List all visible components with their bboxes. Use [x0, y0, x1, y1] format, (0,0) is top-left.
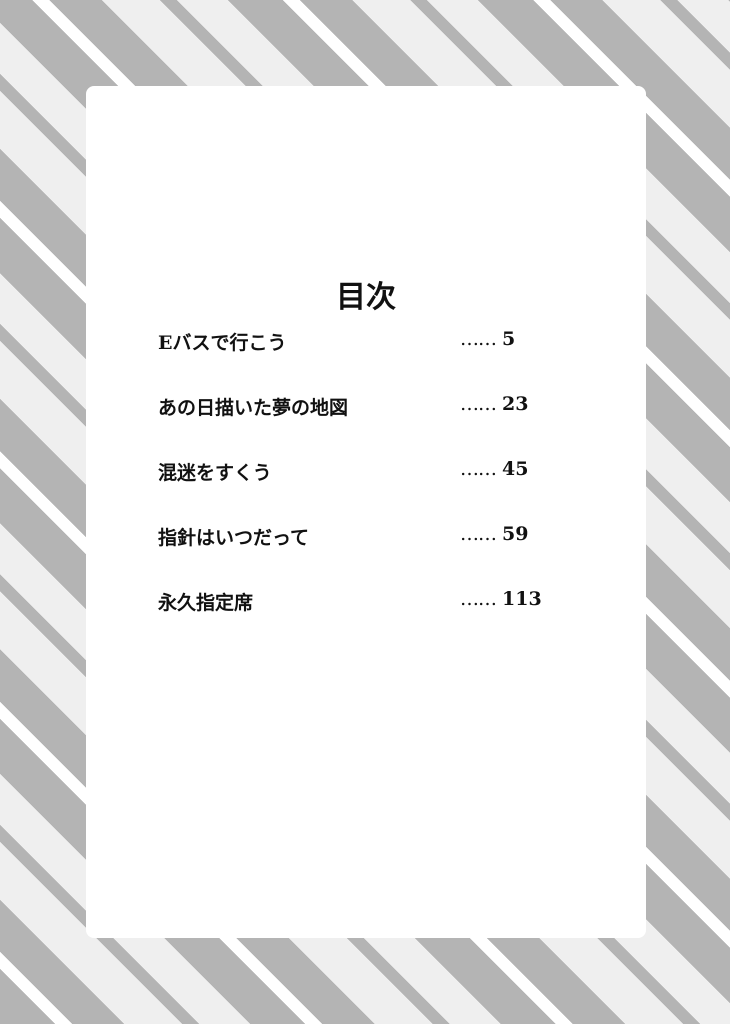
toc-entry-page: ……45: [460, 458, 528, 480]
toc-entry-title: 指針はいつだって: [158, 527, 310, 549]
leader-dots: ……: [460, 328, 497, 350]
toc-entry-title: 永久指定席: [158, 592, 254, 614]
toc-entry: 指針はいつだって ……59: [158, 523, 578, 549]
page-number: 59: [502, 523, 529, 545]
page-number: 5: [502, 328, 516, 350]
toc-entry-title: Eバスで行こう: [158, 332, 287, 354]
toc-entry: あの日描いた夢の地図 ……23: [158, 393, 578, 419]
toc-entry-title: あの日描いた夢の地図: [158, 397, 349, 419]
toc-entry: 混迷をすくう ……45: [158, 458, 578, 484]
toc-entry-title: 混迷をすくう: [158, 462, 272, 484]
leader-dots: ……: [460, 393, 497, 415]
toc-card: 目次 Eバスで行こう ……5 あの日描いた夢の地図 ……23 混迷をすくう ………: [86, 86, 646, 938]
toc-entry-page: ……59: [460, 523, 528, 545]
toc-entry-page: ……23: [460, 393, 528, 415]
toc-entry: Eバスで行こう ……5: [158, 328, 578, 354]
page-title: 目次: [336, 280, 396, 315]
page-number: 45: [502, 458, 529, 480]
leader-dots: ……: [460, 458, 497, 480]
toc-entry-page: ……5: [460, 328, 515, 350]
toc-entry-page: ……113: [460, 588, 542, 610]
leader-dots: ……: [460, 588, 497, 610]
leader-dots: ……: [460, 523, 497, 545]
page-number: 113: [502, 588, 542, 610]
page-number: 23: [502, 393, 529, 415]
toc-entry: 永久指定席 ……113: [158, 588, 578, 614]
